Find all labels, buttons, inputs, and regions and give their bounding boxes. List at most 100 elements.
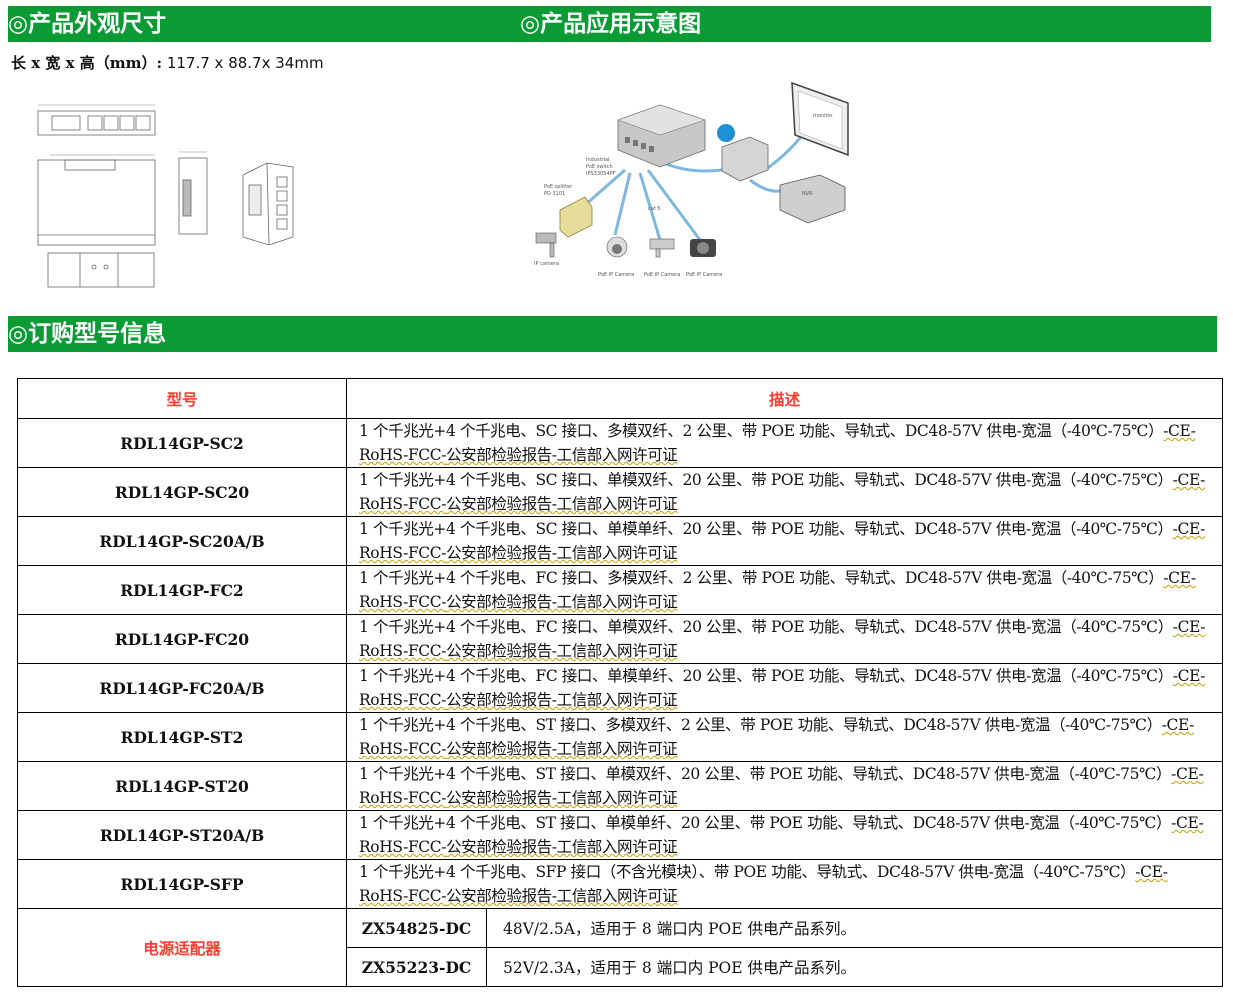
description-certifications: -CE-RoHS-FCC- bbox=[359, 422, 1196, 464]
table-row: RDL14GP-FC2 1 个千兆光+4 个千兆电、FC 接口、多模双纤、2 公里… bbox=[17, 565, 1223, 615]
camera-label-4: PoE IP Camera bbox=[686, 272, 722, 278]
description-cell: 1 个千兆光+4 个千兆电、FC 接口、单模单纤、20 公里、带 POE 功能、… bbox=[346, 663, 1223, 713]
power-model: ZX54825-DC bbox=[346, 908, 487, 948]
table-row: RDL14GP-ST20A/B 1 个千兆光+4 个千兆电、ST 接口、单模单纤、… bbox=[17, 810, 1223, 860]
table-row: RDL14GP-SC2 1 个千兆光+4 个千兆电、SC 接口、多模双纤、2 公里… bbox=[17, 418, 1223, 468]
nvr-label: NVR bbox=[802, 191, 813, 197]
description-certifications: -CE-RoHS-FCC- bbox=[359, 716, 1195, 758]
table-row: RDL14GP-FC20A/B 1 个千兆光+4 个千兆电、FC 接口、单模单纤、… bbox=[17, 663, 1223, 713]
power-row-1: 电源适配器 ZX54825-DC 48V/2.5A，适用于 8 端口内 POE … bbox=[17, 908, 1223, 987]
power-description: 48V/2.5A，适用于 8 端口内 POE 供电产品系列。 bbox=[486, 908, 1223, 948]
model-cell: RDL14GP-FC2 bbox=[17, 565, 347, 615]
description-main: 1 个千兆光+4 个千兆电、SC 接口、单模单纤、20 公里、带 POE 功能、… bbox=[359, 520, 1173, 538]
splitter-label-2: PD 3101 bbox=[544, 191, 565, 197]
description-certifications: -CE-RoHS-FCC- bbox=[359, 569, 1196, 611]
model-cell: RDL14GP-SC20 bbox=[17, 467, 347, 517]
description-certifications: -CE-RoHS-FCC- bbox=[359, 765, 1204, 807]
dimensions-label: 长 x 宽 x 高（mm）: bbox=[11, 54, 163, 72]
bullet-camera-icon bbox=[649, 238, 675, 258]
model-cell: RDL14GP-ST20A/B bbox=[17, 810, 347, 860]
wifi-badge-icon bbox=[717, 124, 735, 142]
description-reports: 公安部检验报告-工信部入网许可证 bbox=[446, 642, 678, 660]
table-row: RDL14GP-ST20 1 个千兆光+4 个千兆电、ST 接口、单模双纤、20 … bbox=[17, 761, 1223, 811]
description-main: 1 个千兆光+4 个千兆电、SC 接口、多模双纤、2 公里、带 POE 功能、导… bbox=[359, 422, 1164, 440]
model-cell: RDL14GP-ST20 bbox=[17, 761, 347, 811]
model-cell: RDL14GP-FC20A/B bbox=[17, 663, 347, 713]
dimensions-line: 长 x 宽 x 高（mm）: 117.7 x 88.7x 34mm bbox=[11, 52, 324, 73]
header-description: 描述 bbox=[346, 378, 1223, 419]
description-main: 1 个千兆光+4 个千兆电、FC 接口、多模双纤、2 公里、带 POE 功能、导… bbox=[359, 569, 1164, 587]
model-cell: RDL14GP-SC2 bbox=[17, 418, 347, 468]
header-model: 型号 bbox=[17, 378, 347, 419]
power-row-2: ZX55223-DC 52V/2.3A，适用于 8 端口内 POE 供电产品系列… bbox=[18, 947, 1223, 987]
description-reports: 公安部检验报告-工信部入网许可证 bbox=[446, 446, 678, 464]
model-cell: RDL14GP-ST2 bbox=[17, 712, 347, 762]
description-reports: 公安部检验报告-工信部入网许可证 bbox=[446, 691, 678, 709]
description-cell: 1 个千兆光+4 个千兆电、ST 接口、单模双纤、20 公里、带 POE 功能、… bbox=[346, 761, 1223, 811]
description-certifications: -CE-RoHS-FCC- bbox=[359, 863, 1168, 905]
description-main: 1 个千兆光+4 个千兆电、SFP 接口（不含光模块）、带 POE 功能、导轨式… bbox=[359, 863, 1136, 881]
description-reports: 公安部检验报告-工信部入网许可证 bbox=[446, 593, 678, 611]
description-certifications: -CE-RoHS-FCC- bbox=[359, 667, 1206, 709]
switch-label-1: Industrial bbox=[586, 157, 609, 163]
application-diagram: Industrial PoE switch IPS33054PF PoE spl… bbox=[534, 81, 849, 278]
switch-label-2: PoE switch bbox=[586, 164, 613, 170]
camera-label-1: IP camera bbox=[534, 261, 559, 267]
ip-camera-icon bbox=[535, 232, 557, 258]
table-row: RDL14GP-SFP 1 个千兆光+4 个千兆电、SFP 接口（不含光模块）、带… bbox=[17, 859, 1223, 909]
dslr-camera-icon bbox=[690, 239, 716, 257]
description-certifications: -CE-RoHS-FCC- bbox=[359, 520, 1205, 562]
model-cell: RDL14GP-SFP bbox=[17, 859, 347, 909]
description-main: 1 个千兆光+4 个千兆电、SC 接口、单模双纤、20 公里、带 POE 功能、… bbox=[359, 471, 1173, 489]
monitor-label: monitor bbox=[813, 113, 834, 119]
media-converter-icon bbox=[721, 136, 769, 182]
table-header-row: 型号 描述 bbox=[17, 378, 1223, 419]
nvr-icon bbox=[779, 174, 846, 224]
description-reports: 公安部检验报告-工信部入网许可证 bbox=[446, 789, 678, 807]
model-cell: RDL14GP-SC20A/B bbox=[17, 516, 347, 566]
table-row: RDL14GP-SC20A/B 1 个千兆光+4 个千兆电、SC 接口、单模单纤、… bbox=[17, 516, 1223, 566]
section-title-ordering: ◎订购型号信息 bbox=[8, 320, 167, 347]
description-certifications: -CE-RoHS-FCC- bbox=[359, 814, 1204, 856]
description-cell: 1 个千兆光+4 个千兆电、ST 接口、单模单纤、20 公里、带 POE 功能、… bbox=[346, 810, 1223, 860]
description-cell: 1 个千兆光+4 个千兆电、SC 接口、单模单纤、20 公里、带 POE 功能、… bbox=[346, 516, 1223, 566]
description-main: 1 个千兆光+4 个千兆电、ST 接口、单模双纤、20 公里、带 POE 功能、… bbox=[359, 765, 1172, 783]
power-description: 52V/2.3A，适用于 8 端口内 POE 供电产品系列。 bbox=[486, 947, 1223, 987]
description-cell: 1 个千兆光+4 个千兆电、SFP 接口（不含光模块）、带 POE 功能、导轨式… bbox=[346, 859, 1223, 909]
section-title-application: ◎产品应用示意图 bbox=[520, 10, 702, 37]
power-adapter-label: 电源适配器 bbox=[17, 908, 347, 987]
section-title-dimensions: ◎产品外观尺寸 bbox=[8, 10, 167, 37]
dimension-drawings bbox=[37, 104, 156, 288]
description-cell: 1 个千兆光+4 个千兆电、SC 接口、多模双纤、2 公里、带 POE 功能、导… bbox=[346, 418, 1223, 468]
dimensions-value: 117.7 x 88.7x 34mm bbox=[166, 54, 324, 72]
description-reports: 公安部检验报告-工信部入网许可证 bbox=[446, 887, 678, 905]
description-main: 1 个千兆光+4 个千兆电、FC 接口、单模单纤、20 公里、带 POE 功能、… bbox=[359, 667, 1173, 685]
cable-label: cat 5 bbox=[648, 206, 661, 212]
description-cell: 1 个千兆光+4 个千兆电、FC 接口、多模双纤、2 公里、带 POE 功能、导… bbox=[346, 565, 1223, 615]
description-cell: 1 个千兆光+4 个千兆电、SC 接口、单模双纤、20 公里、带 POE 功能、… bbox=[346, 467, 1223, 517]
description-reports: 公安部检验报告-工信部入网许可证 bbox=[446, 740, 678, 758]
ordering-table: 型号 描述 RDL14GP-SC2 1 个千兆光+4 个千兆电、SC 接口、多模双… bbox=[17, 378, 1223, 987]
description-reports: 公安部检验报告-工信部入网许可证 bbox=[446, 495, 678, 513]
section-bar-appearance: ◎产品外观尺寸 ◎产品应用示意图 bbox=[8, 6, 1211, 42]
description-main: 1 个千兆光+4 个千兆电、ST 接口、多模双纤、2 公里、带 POE 功能、导… bbox=[359, 716, 1162, 734]
table-row: RDL14GP-SC20 1 个千兆光+4 个千兆电、SC 接口、单模双纤、20 … bbox=[17, 467, 1223, 517]
description-main: 1 个千兆光+4 个千兆电、ST 接口、单模单纤、20 公里、带 POE 功能、… bbox=[359, 814, 1172, 832]
description-reports: 公安部检验报告-工信部入网许可证 bbox=[446, 838, 678, 856]
section-bar-ordering: ◎订购型号信息 bbox=[8, 316, 1217, 352]
splitter-label-1: PoE splitter bbox=[544, 184, 573, 190]
camera-label-3: PoE IP Camera bbox=[644, 272, 680, 278]
description-cell: 1 个千兆光+4 个千兆电、ST 接口、多模双纤、2 公里、带 POE 功能、导… bbox=[346, 712, 1223, 762]
dome-camera-icon bbox=[606, 236, 628, 258]
camera-label-2: PoE IP Camera bbox=[598, 272, 634, 278]
table-row: RDL14GP-ST2 1 个千兆光+4 个千兆电、ST 接口、多模双纤、2 公里… bbox=[17, 712, 1223, 762]
description-certifications: -CE-RoHS-FCC- bbox=[359, 618, 1206, 660]
isometric-view-drawing bbox=[242, 162, 294, 245]
side-view-drawing bbox=[178, 151, 208, 235]
power-model: ZX55223-DC bbox=[346, 947, 487, 987]
switch-label-3: IPS33054PF bbox=[586, 171, 616, 177]
model-cell: RDL14GP-FC20 bbox=[17, 614, 347, 664]
description-certifications: -CE-RoHS-FCC- bbox=[359, 471, 1205, 513]
description-reports: 公安部检验报告-工信部入网许可证 bbox=[446, 544, 678, 562]
